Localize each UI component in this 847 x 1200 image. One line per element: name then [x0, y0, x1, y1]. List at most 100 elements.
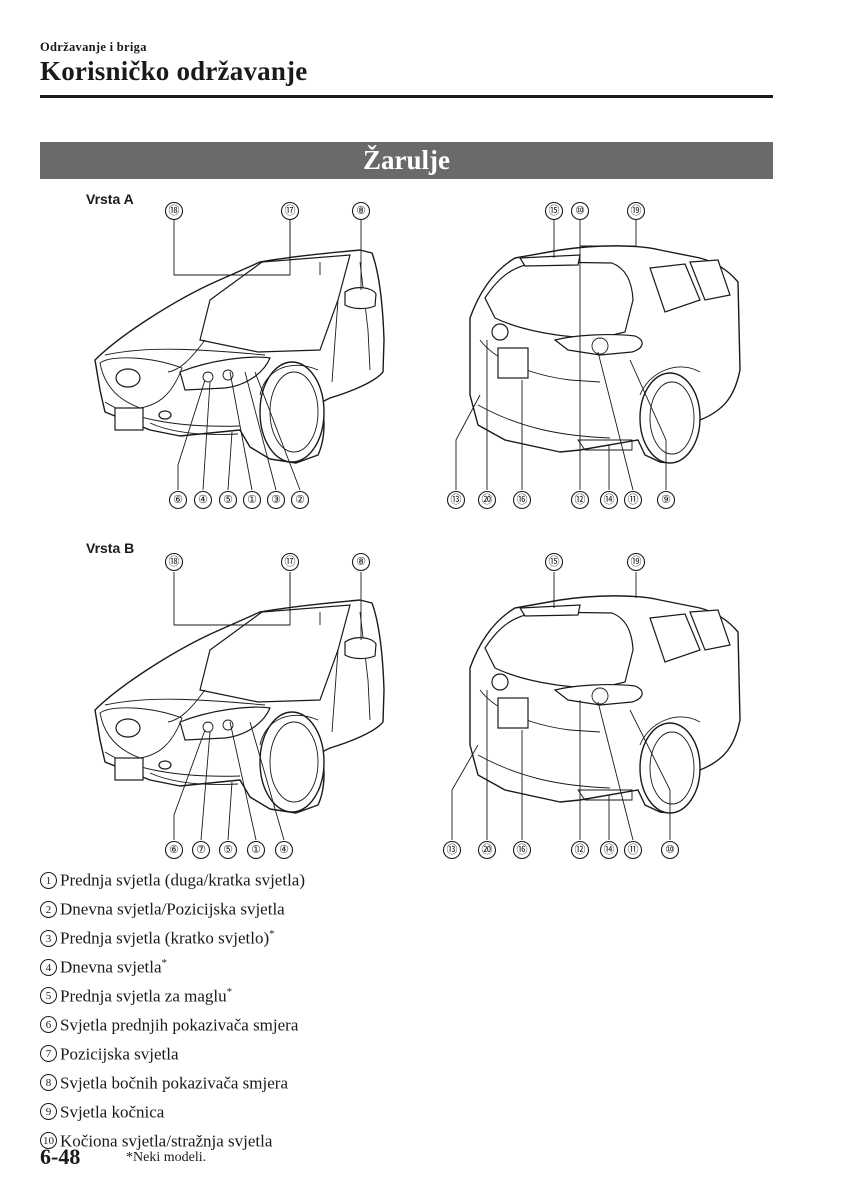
legend-text: Prednja svjetla za maglu: [60, 986, 227, 1006]
callout-a-front-top-8: ⑧: [351, 201, 371, 221]
svg-text:⑫: ⑫: [575, 493, 586, 506]
svg-text:⑲: ⑲: [631, 204, 642, 217]
callout-b-rear-top-15: ⑮: [544, 552, 564, 572]
svg-text:⑬: ⑬: [451, 493, 462, 506]
legend-text: Dnevna svjetla: [60, 957, 162, 977]
svg-text:⑬: ⑬: [447, 843, 458, 856]
rear-car-b-drawing: [469, 595, 741, 814]
legend-number: 10: [40, 1132, 57, 1150]
legend-text: Prednja svjetla (duga/kratka svjetla): [60, 870, 305, 890]
svg-text:⑤: ⑤: [223, 844, 233, 856]
svg-text:⑤: ⑤: [223, 494, 233, 506]
callout-b-front-bottom-7: ⑦: [191, 840, 211, 860]
svg-text:⑩: ⑩: [575, 205, 585, 217]
callout-a-rear-bottom-13: ⑬: [446, 490, 466, 510]
svg-text:①: ①: [247, 494, 257, 506]
svg-text:⑯: ⑯: [517, 843, 528, 856]
callout-b-rear-bottom-20: ⑳: [477, 840, 497, 860]
legend-number: 8: [40, 1074, 57, 1092]
callout-b-rear-top-19: ⑲: [626, 552, 646, 572]
svg-text:⑨: ⑨: [661, 494, 671, 506]
svg-text:⑮: ⑮: [549, 204, 560, 217]
variant-b-label: Vrsta B: [86, 540, 135, 556]
svg-text:④: ④: [279, 844, 289, 856]
callout-b-rear-bottom-13: ⑬: [442, 840, 462, 860]
callout-a-rear-top-15: ⑮: [544, 201, 564, 221]
legend-text: Svjetla prednjih pokazivača smjera: [60, 1015, 299, 1035]
legend-text: Svjetla kočnica: [60, 1102, 165, 1122]
callout-a-front-bottom-5: ⑤: [218, 490, 238, 510]
legend-text: Prednja svjetla (kratko svjetlo): [60, 928, 270, 948]
svg-text:⑧: ⑧: [356, 205, 366, 217]
svg-text:⑰: ⑰: [285, 204, 296, 217]
callout-a-front-bottom-3: ③: [266, 490, 286, 510]
svg-text:⑦: ⑦: [196, 844, 206, 856]
callout-a-front-top-18: ⑱: [164, 201, 184, 221]
legend-number: 4: [40, 958, 57, 976]
callout-b-front-bottom-5: ⑤: [218, 840, 238, 860]
svg-text:⑧: ⑧: [356, 556, 366, 568]
svg-text:⑥: ⑥: [173, 494, 183, 506]
svg-text:⑭: ⑭: [604, 843, 615, 856]
legend-number: 5: [40, 987, 57, 1005]
svg-text:⑪: ⑪: [628, 843, 639, 856]
callout-a-rear-bottom-16: ⑯: [512, 490, 532, 510]
callout-a-rear-bottom-9: ⑨: [656, 490, 676, 510]
callout-a-rear-top-10: ⑩: [570, 201, 590, 221]
callout-a-rear-bottom-11: ⑪: [623, 490, 643, 510]
page-number: 6-48: [40, 1144, 81, 1169]
rear-car-a-drawing: [469, 245, 741, 464]
callout-a-front-top-17: ⑰: [280, 201, 300, 221]
callout-b-rear-bottom-16: ⑯: [512, 840, 532, 860]
bulbs-heading-band: Žarulje: [40, 142, 773, 179]
section-title: Korisničko održavanje: [40, 56, 308, 86]
variant-a-label: Vrsta A: [86, 191, 134, 207]
callout-a-front-bottom-4: ④: [193, 490, 213, 510]
callout-b-rear-bottom-12: ⑫: [570, 840, 590, 860]
callout-b-front-bottom-1: ①: [246, 840, 266, 860]
callout-b-rear-bottom-14: ⑭: [599, 840, 619, 860]
svg-text:⑥: ⑥: [169, 844, 179, 856]
legend-text: Dnevna svjetla/Pozicijska svjetla: [60, 899, 285, 919]
svg-text:⑰: ⑰: [285, 555, 296, 568]
callout-a-rear-top-19: ⑲: [626, 201, 646, 221]
callout-a-rear-bottom-14: ⑭: [599, 490, 619, 510]
svg-text:⑱: ⑱: [169, 204, 180, 217]
legend-text: Pozicijska svjetla: [60, 1044, 179, 1064]
footnote: *Neki modeli.: [126, 1150, 207, 1165]
svg-text:⑫: ⑫: [575, 843, 586, 856]
title-rule: [40, 95, 773, 98]
callout-b-front-top-17: ⑰: [280, 552, 300, 572]
callout-a-front-bottom-6: ⑥: [168, 490, 188, 510]
svg-text:⑪: ⑪: [628, 493, 639, 506]
front-car-b-drawing: [94, 599, 385, 814]
legend-number: 7: [40, 1045, 57, 1063]
callout-a-rear-bottom-12: ⑫: [570, 490, 590, 510]
front-car-a-drawing: [94, 249, 385, 464]
callout-b-front-top-18: ⑱: [164, 552, 184, 572]
callout-a-rear-bottom-20: ⑳: [477, 490, 497, 510]
section-kicker: Održavanje i briga: [40, 40, 147, 54]
svg-text:⑮: ⑮: [549, 555, 560, 568]
svg-text:⑳: ⑳: [482, 493, 493, 506]
legend-number: 9: [40, 1103, 57, 1121]
bulb-location-figure: ⑱ ⑰ ⑧ ⑥ ④ ⑤ ① ③ ② ⑮ ⑩ ⑲ ⑬ ⑳ ⑯ ⑫ ⑭ ⑪ ⑨ ⑱ …: [94, 201, 741, 860]
svg-text:⑳: ⑳: [482, 843, 493, 856]
legend-number: 3: [40, 929, 57, 947]
svg-text:②: ②: [295, 494, 305, 506]
legend-text: Svjetla bočnih pokazivača smjera: [60, 1073, 288, 1093]
svg-text:⑩: ⑩: [665, 844, 675, 856]
callout-b-rear-bottom-10: ⑩: [660, 840, 680, 860]
callout-b-front-bottom-4: ④: [274, 840, 294, 860]
svg-text:⑯: ⑯: [517, 493, 528, 506]
